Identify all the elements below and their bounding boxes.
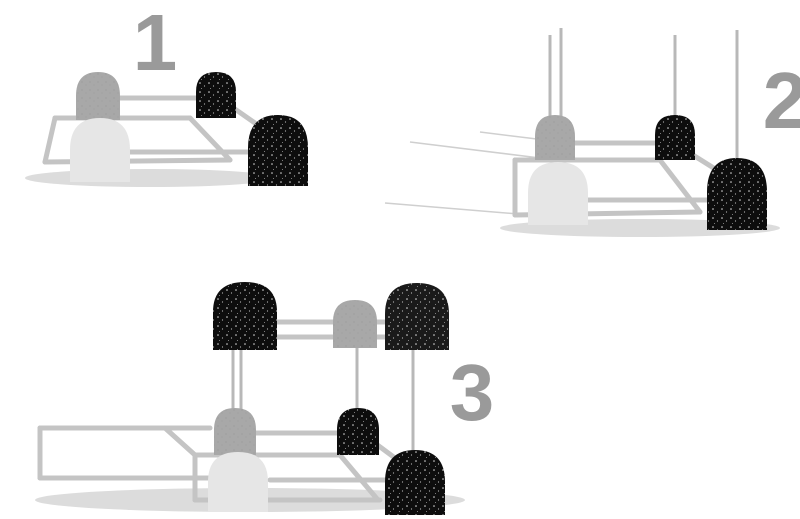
- step-1-illustration: 1: [25, 0, 308, 187]
- shadow: [25, 169, 275, 187]
- vertical-sticks: [548, 28, 739, 162]
- gumdrop-black-speckle: [213, 282, 277, 350]
- gumdrop-gray-speckle: [535, 115, 575, 160]
- step-3-illustration: 3: [35, 282, 494, 515]
- gumdrop-light: [208, 452, 268, 512]
- gumdrop-black-speckle: [196, 72, 236, 118]
- step-1-number: 1: [133, 0, 178, 87]
- toothpick-stick-group: [37, 425, 398, 503]
- gumdrop-black-speckle: [655, 115, 695, 160]
- gumdrop-light: [70, 118, 130, 182]
- gumdrop-black-speckle: [385, 283, 449, 350]
- gumdrop-black-speckle: [707, 158, 767, 230]
- gumdrop-gray-speckle: [214, 408, 256, 455]
- step-2-illustration: 2: [384, 28, 800, 237]
- gumdrop-black-speckle: [337, 408, 379, 455]
- gumdrop-gray-speckle: [76, 72, 120, 120]
- step-2-number: 2: [763, 56, 800, 145]
- gumdrop-gray-speckle: [333, 300, 377, 348]
- gumdrop-black-speckle: [248, 115, 308, 186]
- perspective-lines: [384, 131, 546, 216]
- gumdrop-light: [528, 162, 588, 225]
- step-3-number: 3: [450, 348, 495, 437]
- gumdrop-black-speckle: [385, 450, 445, 515]
